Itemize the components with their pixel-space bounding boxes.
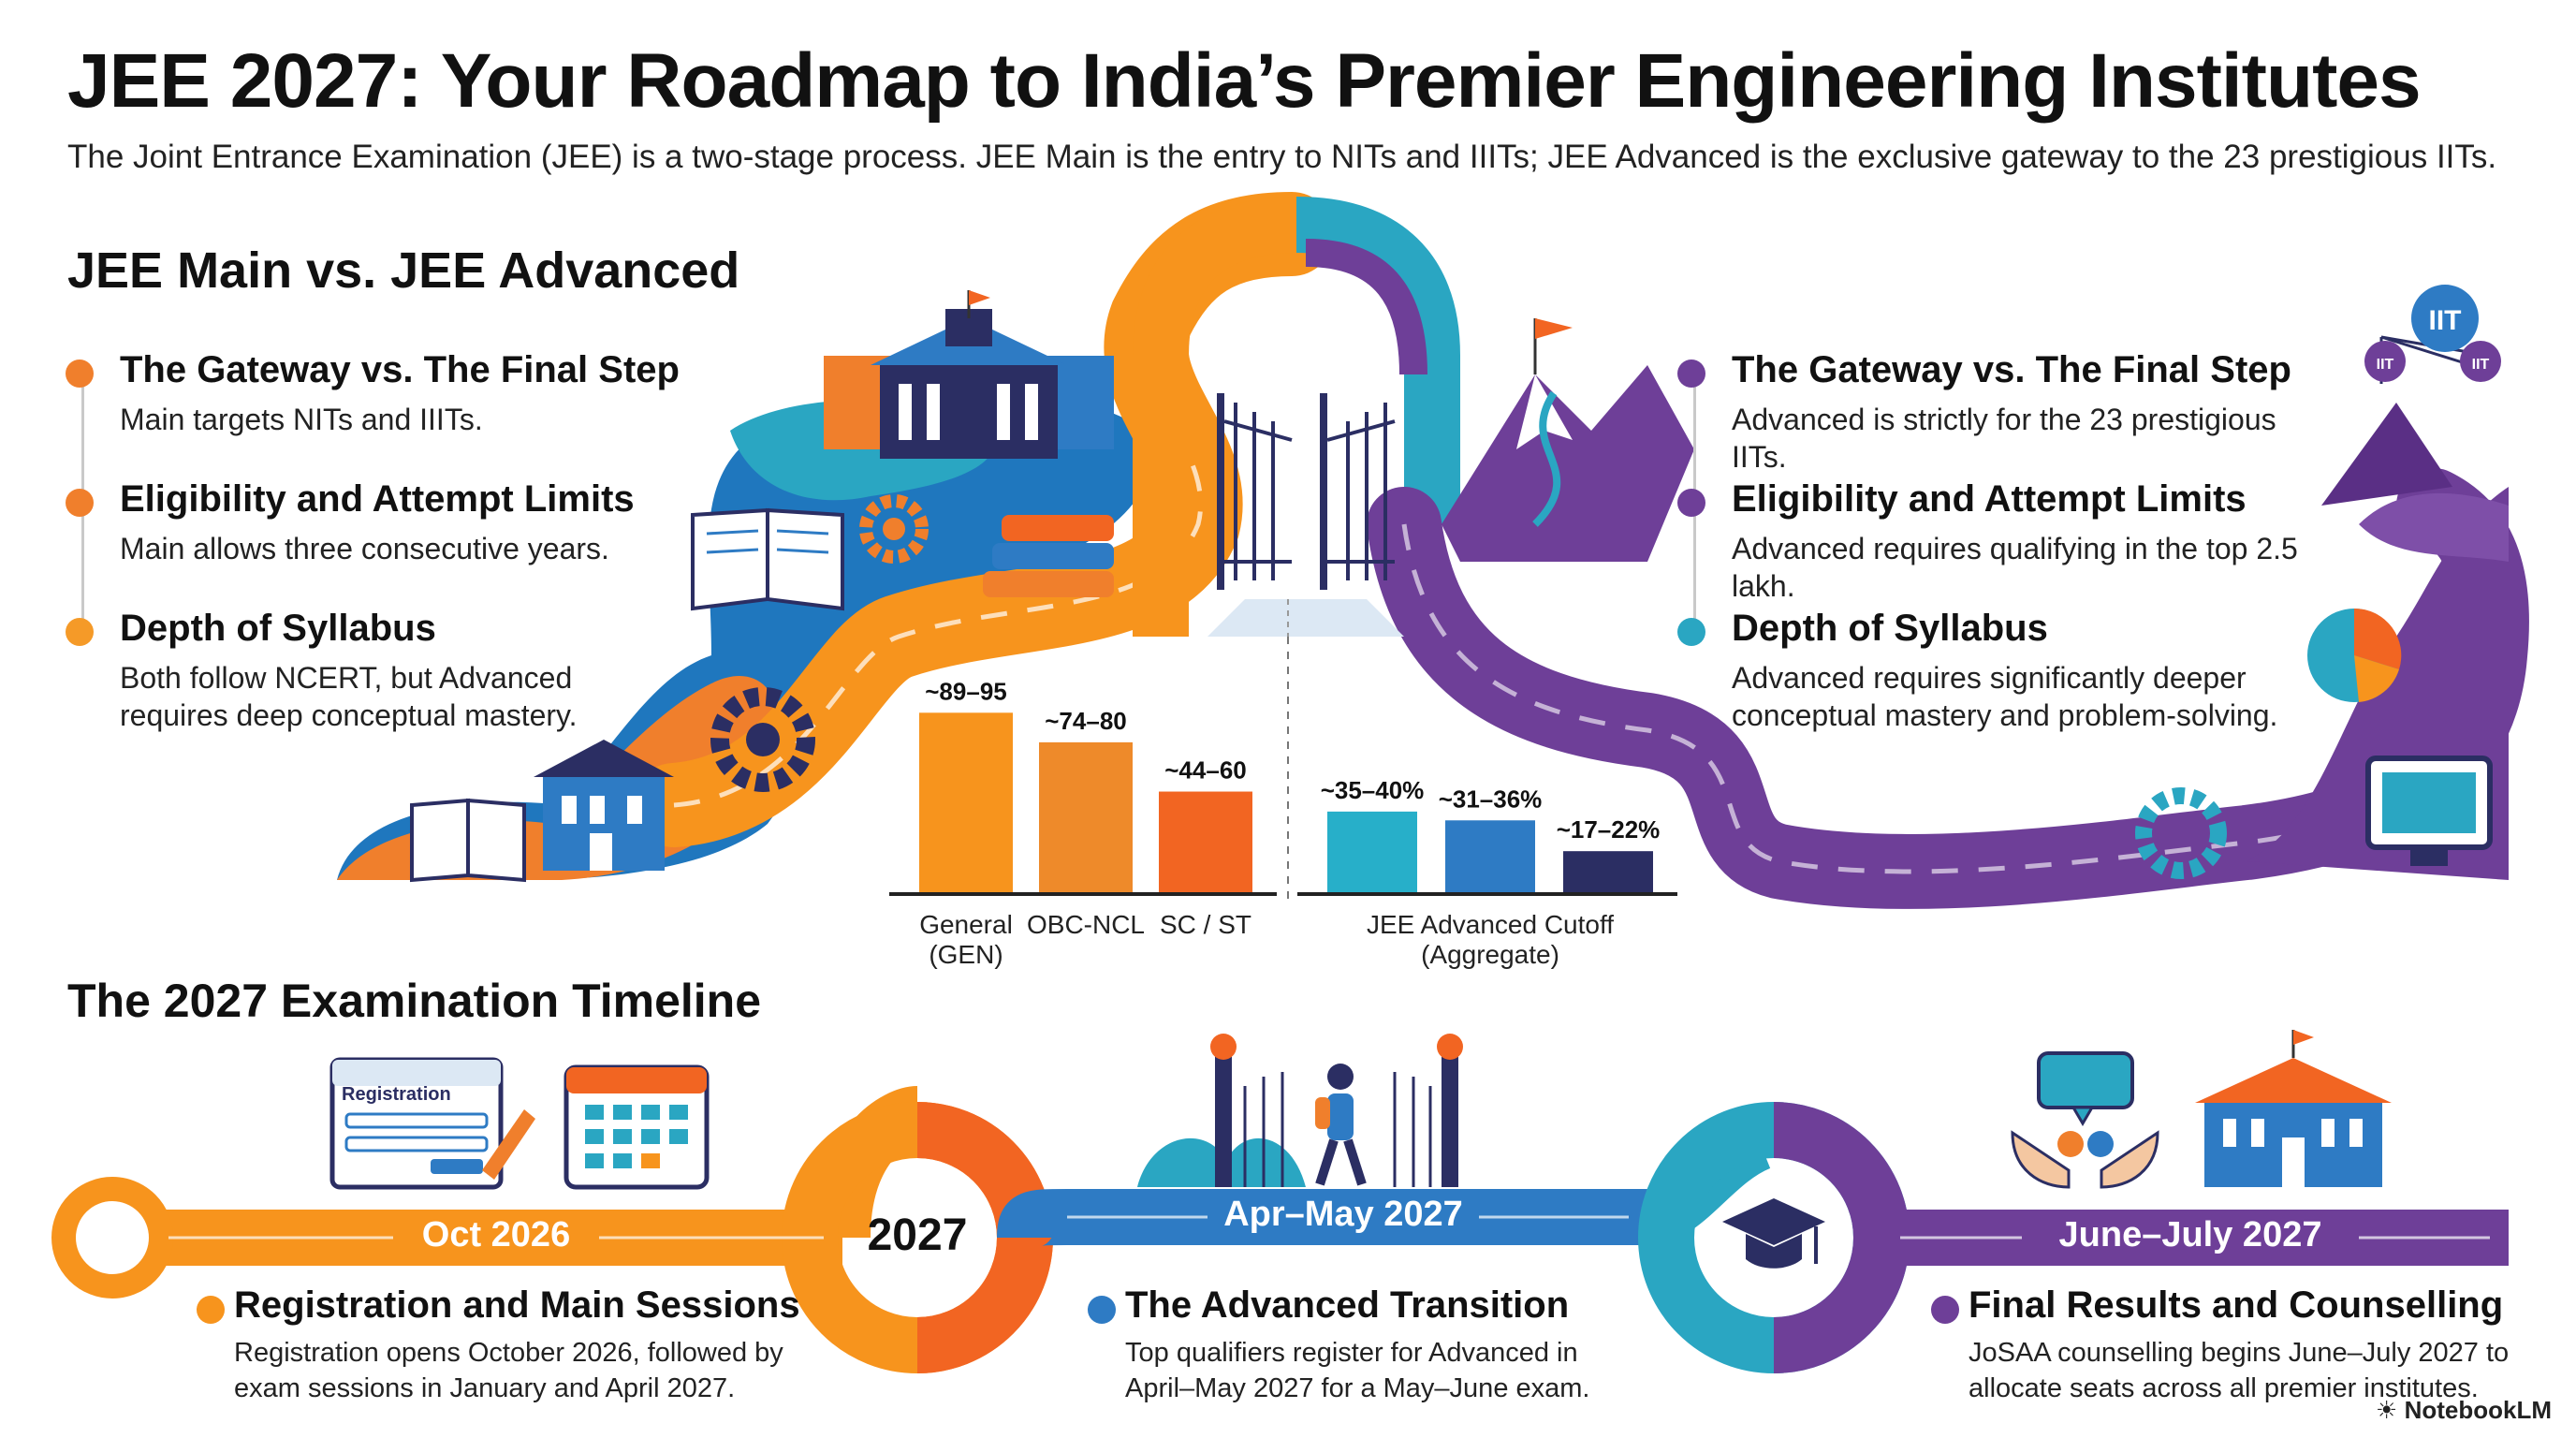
bullet-dot [1677,360,1705,388]
bar-value-label: ~89–95 [925,677,1006,705]
left-landscape [337,399,1152,880]
main-point-text: Main allows three consecutive years. [120,532,609,565]
bullet-dot [66,360,94,388]
registration-card-label: Registration [342,1084,451,1105]
chart-bar [1563,851,1653,894]
x-axis-label: JEE Advanced Cutoff [1367,910,1614,939]
main-point: Depth of Syllabus Both follow NCERT, but… [66,607,644,734]
timeline-heading: The 2027 Examination Timeline [67,975,762,1027]
page-subtitle: The Joint Entrance Examination (JEE) is … [67,139,2497,175]
institute-building-icon [824,290,1114,459]
gear-icon [2135,787,2227,879]
advanced-point-text: Advanced requires significantly deeper c… [1732,661,2278,732]
arch-purple [1305,239,1427,375]
main-point-title: Depth of Syllabus [120,608,436,649]
bar-value-label: ~35–40% [1321,776,1425,804]
gear-icon [859,494,929,564]
timeline-step: The Advanced Transition Top qualifiers r… [1088,1284,1649,1406]
timeline-step-title: The Advanced Transition [1125,1284,1570,1326]
chart-bar [1445,820,1535,894]
iit-badge-label: IIT [2429,305,2462,336]
timeline-path [51,1086,2509,1373]
pie-chart-icon [2307,608,2402,702]
timeline-step: Registration and Main Sessions Registrat… [197,1284,814,1406]
timeline-step-text: Registration opens October 2026, followe… [234,1338,783,1403]
registration-form-icon: Registration [329,1057,535,1190]
main-point-text: Main targets NITs and IIITs. [120,403,483,436]
advanced-point-text: Advanced is strictly for the 23 prestigi… [1732,403,2276,474]
bar-value-label: ~17–22% [1557,815,1661,844]
arch-teal [1295,197,1460,524]
open-book-icon [410,798,526,883]
advanced-point: Eligibility and Attempt Limits Advanced … [1677,477,2331,605]
iit-network-icon: IIT IIT IIT [2364,285,2501,384]
timeline-step-title: Registration and Main Sessions [234,1284,800,1326]
chart-bar [1327,811,1417,894]
monitor-icon [2365,756,2493,866]
chart-bar [919,712,1013,894]
timeline-step-title: Final Results and Counselling [1969,1284,2504,1326]
main-point-text: Both follow NCERT, but Advanced requires… [120,661,578,732]
timeline-step: Final Results and Counselling JoSAA coun… [1931,1284,2530,1406]
counselling-icon [2011,1051,2159,1189]
bullet-dot [66,618,94,646]
iit-small-label: IIT [2377,357,2394,373]
jee-advanced-cutoff-chart: ~35–40% ~31–36% ~17–22% JEE Advanced Cutoff… [1297,776,1677,969]
timeline-date: Apr–May 2027 [1223,1195,1463,1234]
advanced-point: The Gateway vs. The Final Step Advanced … [1677,348,2331,476]
timeline-date: Oct 2026 [421,1215,571,1255]
advanced-point-title: Eligibility and Attempt Limits [1732,478,2247,520]
mountain-flag-icon [1442,318,1694,562]
bullet-dot [66,489,94,517]
main-point-title: The Gateway vs. The Final Step [120,349,680,390]
bullet-dot [1677,489,1705,517]
calendar-icon [564,1064,710,1190]
chart-bar [1039,741,1133,894]
gate-icon [1208,393,1404,637]
x-axis-label: (Aggregate) [1421,940,1559,969]
brand-watermark: ☀ NotebookLM [2376,1396,2552,1425]
page-title: JEE 2027: Your Roadmap to India’s Premie… [67,38,2422,124]
bar-value-label: ~74–80 [1045,707,1126,735]
gear-icon [710,687,815,792]
timeline-step-text: JoSAA counselling begins June–July 2027 … [1969,1338,2510,1403]
iit-small-label: IIT [2472,357,2490,373]
comparison-heading: JEE Main vs. JEE Advanced [67,242,740,299]
category-label: (GEN) [929,940,1003,969]
advanced-point-text: Advanced requires qualifying in the top … [1732,532,2298,603]
bar-value-label: ~44–60 [1164,756,1246,785]
chart-bar [1159,791,1252,894]
timeline-year: 2027 [867,1211,968,1260]
arch-orange [1133,197,1297,637]
advanced-point-title: The Gateway vs. The Final Step [1732,349,2291,390]
advanced-point-title: Depth of Syllabus [1732,608,2048,649]
timeline-step-text: Top qualifiers register for Advanced in … [1125,1338,1590,1403]
gate-walker-icon [1137,1034,1463,1187]
category-label: General [919,910,1013,939]
advanced-point: Depth of Syllabus Advanced requires sign… [1677,607,2312,734]
category-label: SC / ST [1160,910,1251,939]
stacked-books-icon [983,515,1114,597]
bar-value-label: ~31–36% [1439,785,1543,813]
main-point-title: Eligibility and Attempt Limits [120,478,635,520]
bullet-dot [1088,1296,1116,1324]
small-building-icon [534,740,674,871]
timeline-date: June–July 2027 [2058,1215,2322,1255]
main-point: The Gateway vs. The Final Step Main targ… [66,348,719,438]
category-label: OBC-NCL [1027,910,1145,939]
bullet-dot [1677,618,1705,646]
graduation-cap-icon [1722,1198,1825,1269]
brand-label: NotebookLM [2404,1396,2552,1424]
institute-building-icon [2195,1030,2392,1187]
brand-icon: ☀ [2376,1396,2405,1424]
main-point: Eligibility and Attempt Limits Main allo… [66,477,719,567]
open-book-icon [691,507,844,611]
bullet-dot [197,1296,225,1324]
bullet-dot [1931,1296,1959,1324]
